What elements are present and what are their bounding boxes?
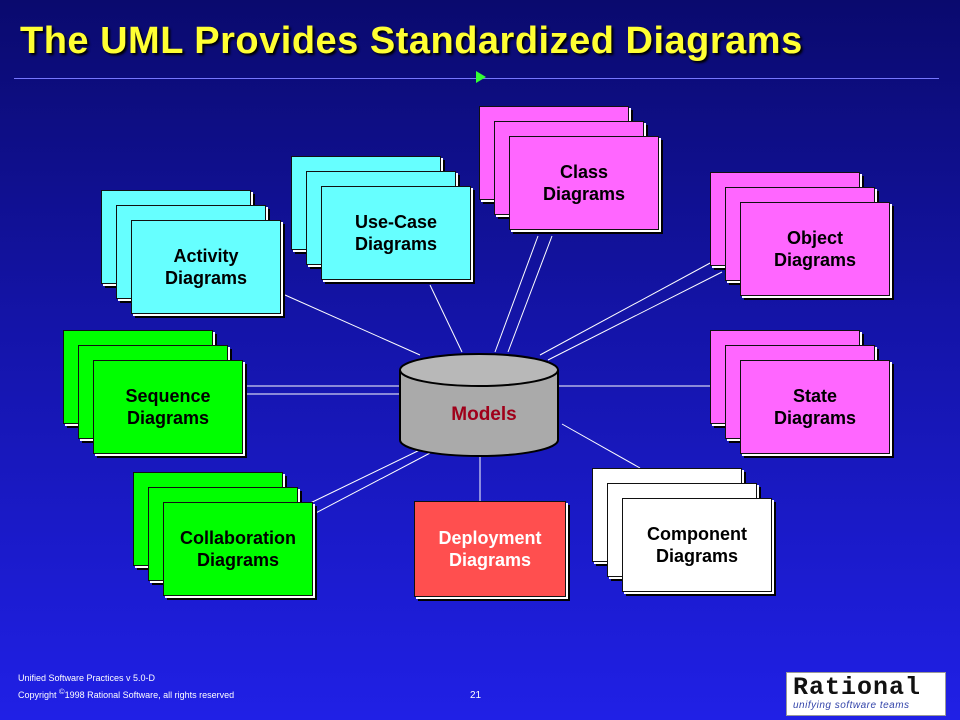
connector-class-b	[507, 235, 553, 353]
logo-wordmark: Rational	[793, 673, 922, 702]
connector-component	[561, 423, 641, 469]
use-case-diagrams-label: Use-Case Diagrams	[354, 212, 438, 254]
models-cylinder	[399, 353, 559, 457]
activity-diagrams-card: Activity Diagrams	[131, 220, 281, 314]
use-case-diagrams-stack: Use-Case Diagrams	[291, 156, 475, 282]
arrow-right-icon	[476, 71, 486, 83]
connector-class-a	[494, 235, 539, 353]
collaboration-diagrams-label: Collaboration Diagrams	[180, 528, 296, 570]
page-number: 21	[470, 690, 482, 701]
collaboration-diagrams-card: Collaboration Diagrams	[163, 502, 313, 596]
collaboration-diagrams-stack: Collaboration Diagrams	[133, 472, 317, 598]
connector-use-case	[429, 284, 463, 353]
connector-object-a	[539, 261, 713, 356]
logo-tagline: unifying software teams	[793, 700, 910, 711]
footer-line-1: Unified Software Practices v 5.0-D	[18, 673, 156, 683]
object-diagrams-label: Object Diagrams	[773, 228, 857, 270]
object-diagrams-card: Object Diagrams	[740, 202, 890, 296]
footer-text: Unified Software Practices v 5.0-D Copyr…	[18, 671, 234, 702]
connector-collaboration-a	[299, 445, 429, 509]
connector-object-b	[547, 271, 723, 361]
use-case-diagrams-card: Use-Case Diagrams	[321, 186, 471, 280]
component-diagrams-stack: Component Diagrams	[592, 468, 776, 594]
class-diagrams-stack: Class Diagrams	[479, 106, 663, 232]
sequence-diagrams-card: Sequence Diagrams	[93, 360, 243, 454]
connector-activity	[284, 294, 421, 356]
component-diagrams-card: Component Diagrams	[622, 498, 772, 592]
sequence-diagrams-stack: Sequence Diagrams	[63, 330, 247, 456]
rational-logo: Rational unifying software teams	[786, 672, 946, 716]
component-diagrams-label: Component Diagrams	[647, 524, 747, 566]
state-diagrams-stack: State Diagrams	[710, 330, 894, 456]
connector-collaboration-b	[309, 451, 433, 517]
sequence-diagrams-label: Sequence Diagrams	[125, 386, 211, 428]
activity-diagrams-label: Activity Diagrams	[164, 246, 248, 288]
class-diagrams-card: Class Diagrams	[509, 136, 659, 230]
activity-diagrams-stack: Activity Diagrams	[101, 190, 285, 316]
footer-line-2: Copyright ©1998 Rational Software, all r…	[18, 687, 235, 700]
deployment-diagrams-card: Deployment Diagrams	[414, 501, 566, 597]
slide-title: The UML Provides Standardized Diagrams	[20, 20, 803, 62]
class-diagrams-label: Class Diagrams	[542, 162, 626, 204]
state-diagrams-card: State Diagrams	[740, 360, 890, 454]
models-label: Models	[451, 404, 517, 425]
deployment-diagrams-label: Deployment Diagrams	[438, 528, 542, 570]
copyright-symbol: ©	[59, 687, 65, 696]
state-diagrams-label: State Diagrams	[773, 386, 857, 428]
object-diagrams-stack: Object Diagrams	[710, 172, 894, 298]
